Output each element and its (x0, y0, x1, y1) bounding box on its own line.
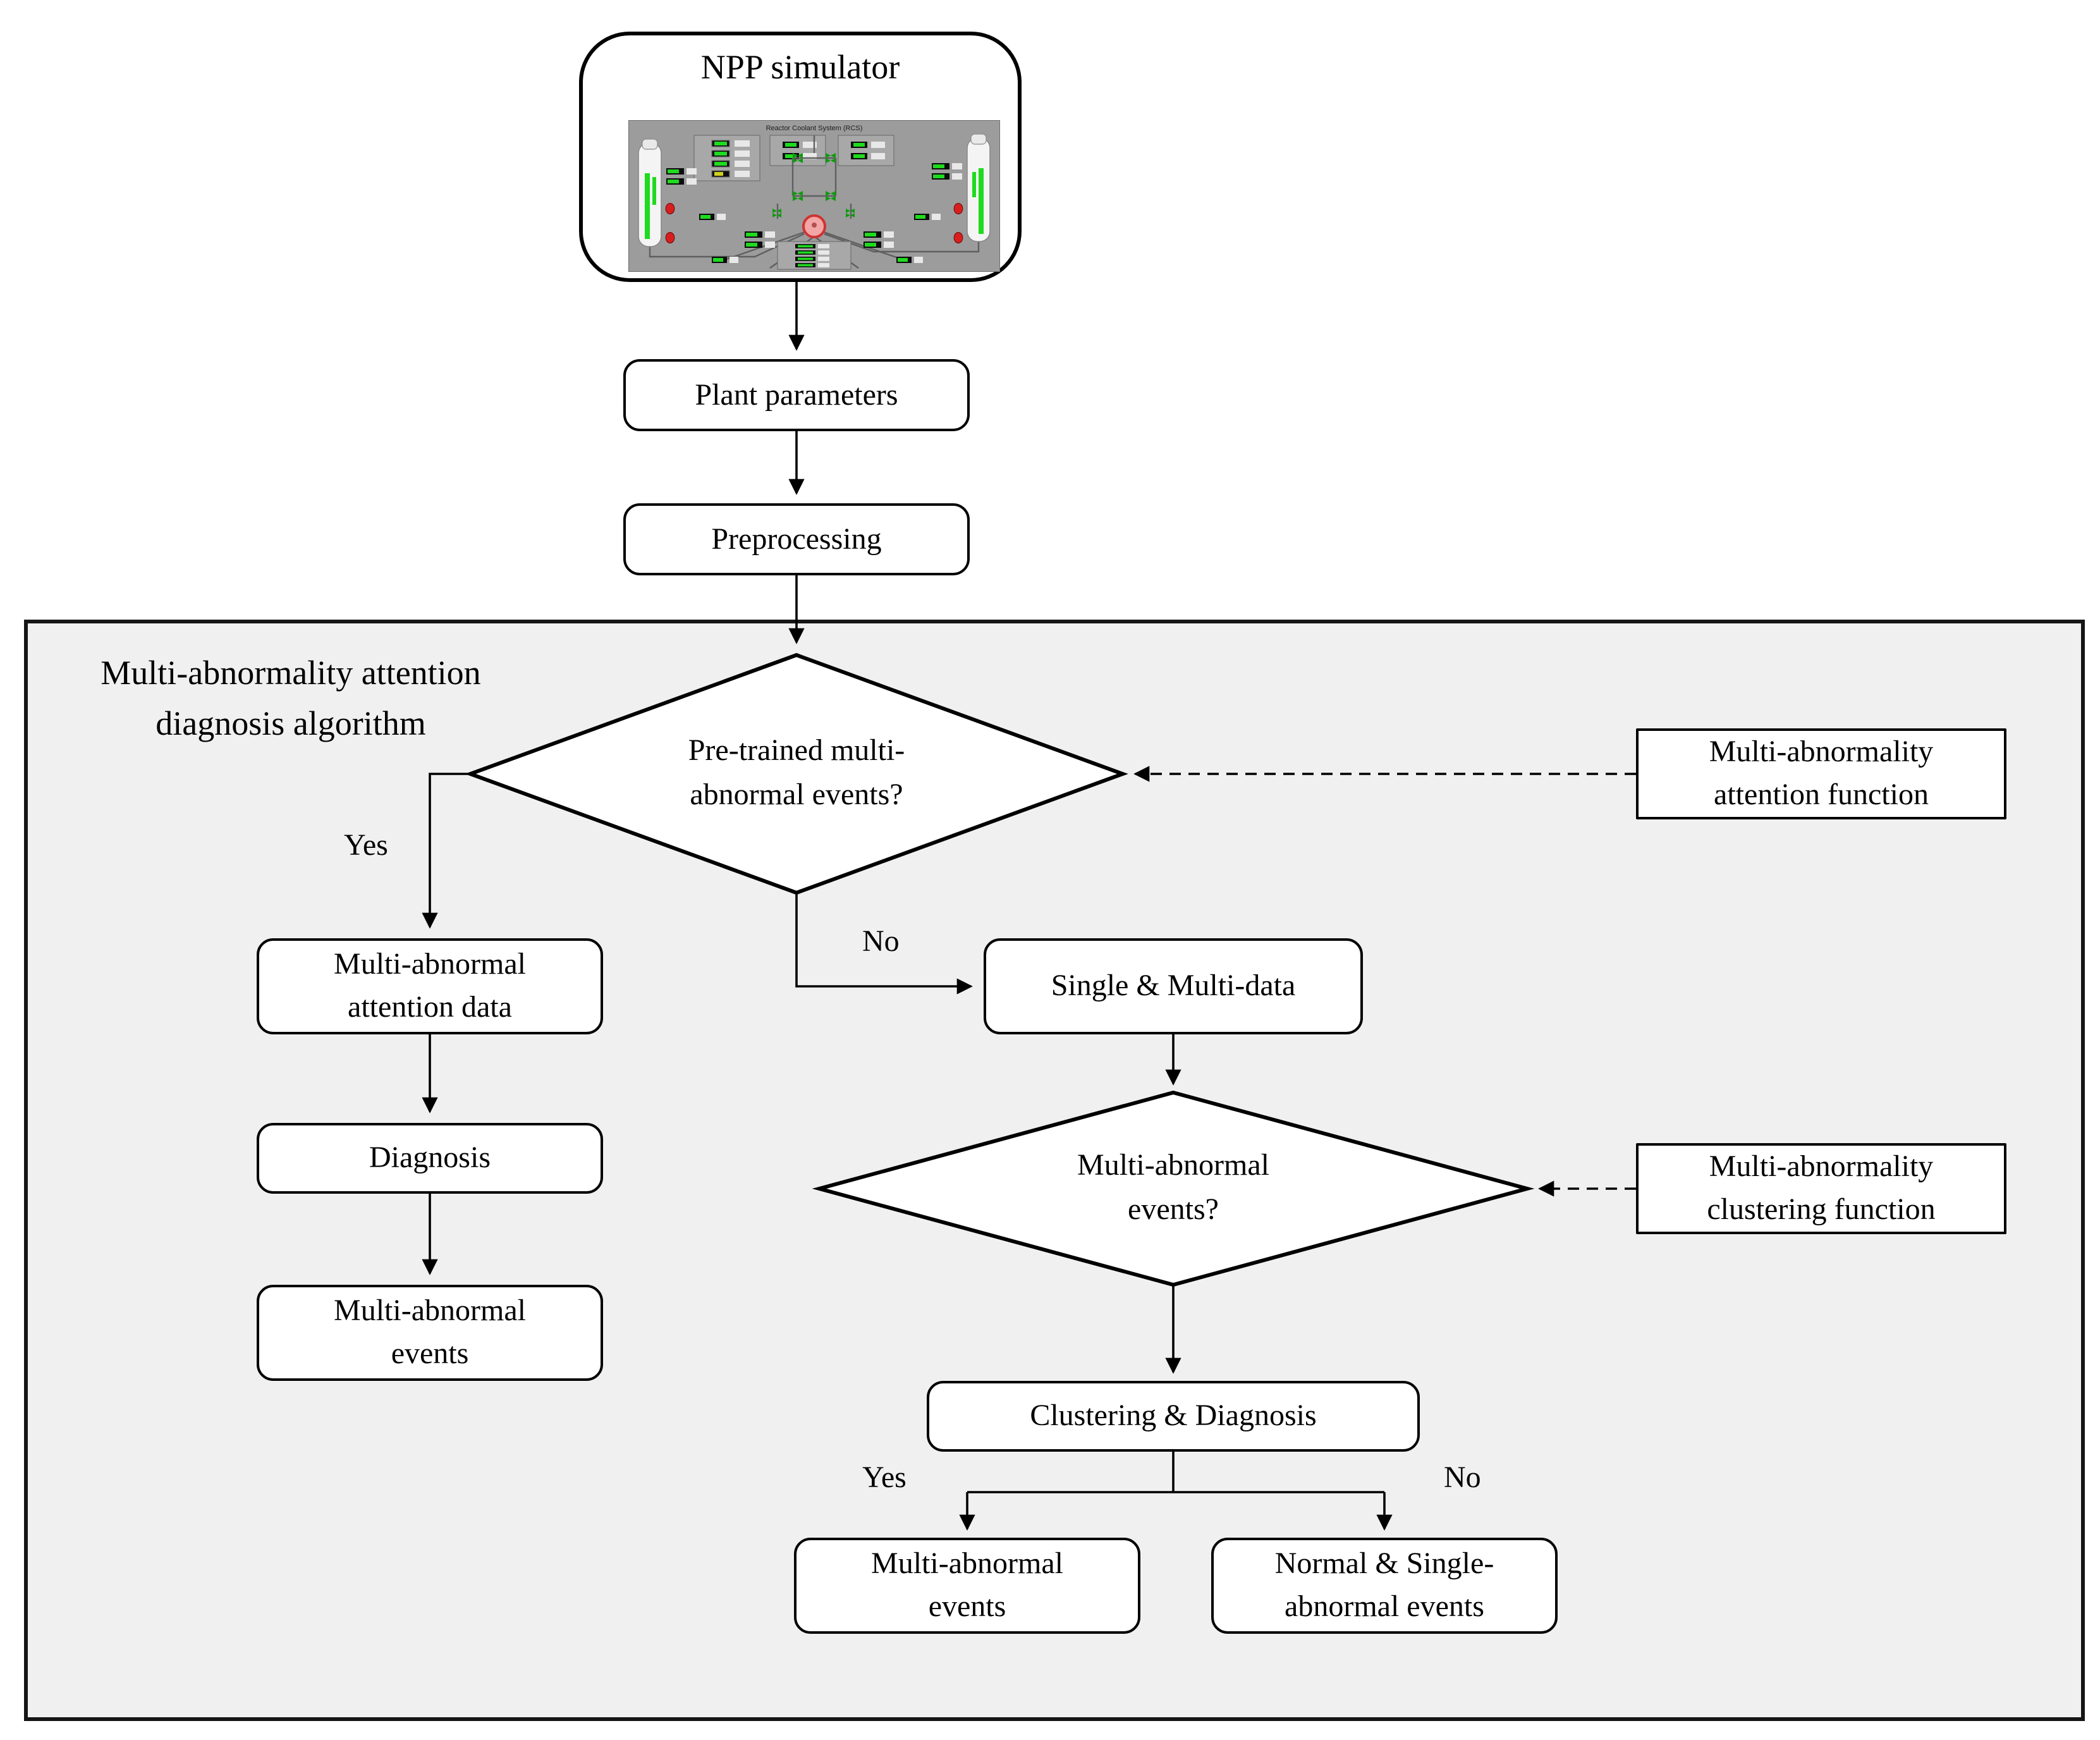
decision2-label: Multi-abnormal events? (920, 1120, 1426, 1257)
edge-clustering-split (967, 1452, 1384, 1493)
decision1-no-label: No (862, 926, 900, 959)
simulator-bottom-panel (777, 241, 852, 270)
decision1-yes-label: Yes (344, 830, 388, 862)
simulator-caption: Reactor Coolant System (RCS) (766, 125, 863, 132)
clustering-diagnosis-label: Clustering & Diagnosis (1030, 1400, 1317, 1433)
simulator-reactor-icon (802, 214, 826, 238)
attention-function-line1: Multi-abnormality (1709, 736, 1934, 769)
clustering-function-box: Multi-abnormality clustering function (1636, 1143, 2006, 1234)
simulator-alarm-dots (665, 203, 963, 244)
simulator-left-vessel (638, 138, 662, 247)
attention-function-line2: attention function (1714, 779, 1929, 812)
attention-data-line2: attention data (348, 991, 512, 1024)
single-multi-data-label: Single & Multi-data (1051, 970, 1296, 1003)
preprocessing-label: Preprocessing (711, 523, 882, 556)
clustering-function-line2: clustering function (1707, 1194, 1936, 1227)
algorithm-panel-label: Multi-abnormality attention diagnosis al… (51, 647, 531, 749)
multi-abnormal-events-box-bottom: Multi-abnormal events (794, 1538, 1140, 1634)
decision1-label-line2: abnormal events? (690, 779, 903, 812)
preprocessing-box: Preprocessing (623, 503, 970, 575)
diagnosis-label: Diagnosis (369, 1142, 491, 1175)
normal-single-abnormal-events-box: Normal & Single- abnormal events (1211, 1538, 1558, 1634)
algorithm-panel-label-line1: Multi-abnormality attention (101, 654, 481, 692)
simulator-top-panels (693, 135, 894, 181)
decision1-label: Pre-trained multi- abnormal events? (544, 683, 1049, 865)
diagnosis-box: Diagnosis (257, 1123, 603, 1194)
normal-single-abnormal-line2: abnormal events (1285, 1591, 1484, 1624)
clustering-function-line1: Multi-abnormality (1709, 1151, 1934, 1184)
clustering-yes-label: Yes (862, 1462, 907, 1495)
multi-abnormal-events-bottom-line2: events (928, 1591, 1006, 1624)
attention-data-box: Multi-abnormal attention data (257, 938, 603, 1034)
simulator-indicator-clusters (666, 163, 962, 263)
edge-decision1-yes (422, 773, 470, 929)
clustering-no-label: No (1444, 1462, 1481, 1495)
decision2-label-line1: Multi-abnormal (1077, 1149, 1269, 1182)
simulator-right-vessel (967, 133, 991, 242)
npp-simulator-box: NPP simulator Reactor Coolant System (RC… (579, 32, 1022, 282)
decision1-label-line1: Pre-trained multi- (688, 735, 905, 768)
multi-abnormal-events-bottom-line1: Multi-abnormal (871, 1548, 1063, 1581)
attention-data-line1: Multi-abnormal (334, 948, 526, 981)
npp-simulator-title: NPP simulator (700, 48, 900, 86)
normal-single-abnormal-line1: Normal & Single- (1274, 1548, 1494, 1581)
attention-function-box: Multi-abnormality attention function (1636, 728, 2006, 819)
simulator-valves (772, 153, 855, 218)
decision2-label-line2: events? (1128, 1194, 1219, 1227)
multi-abnormal-events-left-line2: events (391, 1338, 469, 1371)
plant-parameters-box: Plant parameters (623, 359, 970, 431)
multi-abnormal-events-left-line1: Multi-abnormal (334, 1295, 526, 1328)
single-multi-data-box: Single & Multi-data (984, 938, 1363, 1034)
simulator-screenshot: Reactor Coolant System (RCS) (628, 120, 1000, 272)
edge-decision1-no (795, 893, 973, 995)
algorithm-panel-label-line2: diagnosis algorithm (156, 704, 426, 742)
clustering-diagnosis-box: Clustering & Diagnosis (927, 1381, 1420, 1452)
plant-parameters-label: Plant parameters (695, 379, 898, 412)
multi-abnormal-events-box-left: Multi-abnormal events (257, 1285, 603, 1381)
